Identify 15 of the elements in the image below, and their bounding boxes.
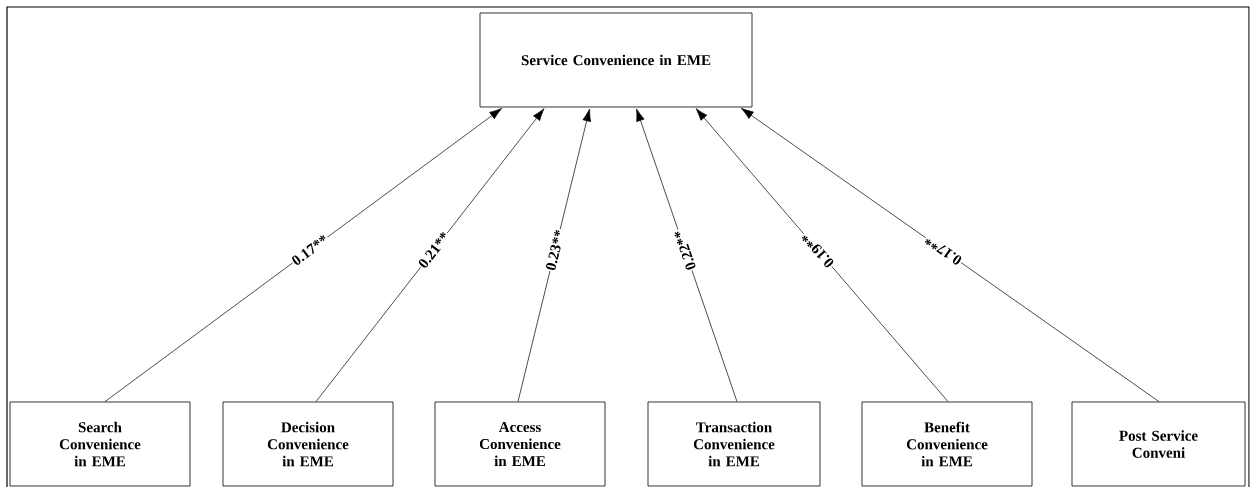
- factor-box: Decision Convenience in EME: [222, 401, 394, 487]
- arrow: [695, 108, 949, 402]
- edge-label: 0.22**: [672, 227, 698, 273]
- arrow: [636, 108, 738, 402]
- factor-box: Transaction Convenience in EME: [647, 401, 821, 487]
- factor-box: Access Convenience in EME: [434, 401, 606, 487]
- arrow: [104, 108, 502, 402]
- factor-box: Search Convenience in EME: [9, 401, 191, 487]
- construct-box: Service Convenience in EME: [479, 12, 753, 108]
- edge-label: 0.23**: [544, 227, 567, 273]
- factor-box: Benefit Convenience in EME: [861, 401, 1033, 487]
- arrow: [517, 108, 591, 402]
- factor-box: Post Service Conveni: [1071, 401, 1246, 487]
- arrow: [741, 108, 1160, 402]
- arrow: [315, 108, 545, 402]
